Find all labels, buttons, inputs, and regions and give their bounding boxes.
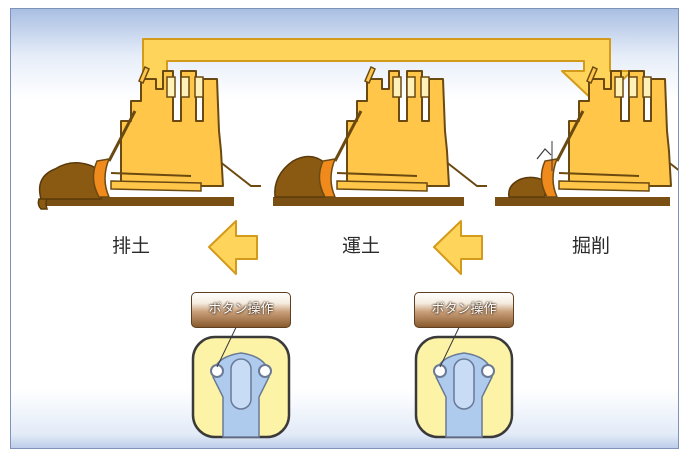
stage-label-dig: 掘削 <box>572 235 611 257</box>
loop-arrow-icon <box>142 38 633 113</box>
bulldozer-icon <box>91 65 263 199</box>
ground-strip <box>273 197 464 206</box>
left-arrow-icon <box>433 220 483 275</box>
diagram-frame: 排土 運土 掘削 ボタン操作 ボタン操作 <box>10 8 679 449</box>
stage-label-dump: 排土 <box>112 235 151 257</box>
bulldozer-icon <box>539 65 678 199</box>
diagram-canvas <box>37 38 678 439</box>
ground-strip <box>43 197 234 206</box>
ground-strip <box>495 197 670 206</box>
control-lever-icon <box>191 315 291 439</box>
button-operation-tag: ボタン操作 <box>414 292 514 328</box>
bulldozer-icon <box>317 65 489 199</box>
stage-label-carry: 運土 <box>342 235 381 257</box>
button-operation-tag: ボタン操作 <box>191 292 291 328</box>
soil-pile-icon <box>508 176 546 198</box>
control-lever-icon <box>414 315 514 439</box>
blade-angle-icon <box>536 148 552 160</box>
left-arrow-icon <box>208 220 258 275</box>
